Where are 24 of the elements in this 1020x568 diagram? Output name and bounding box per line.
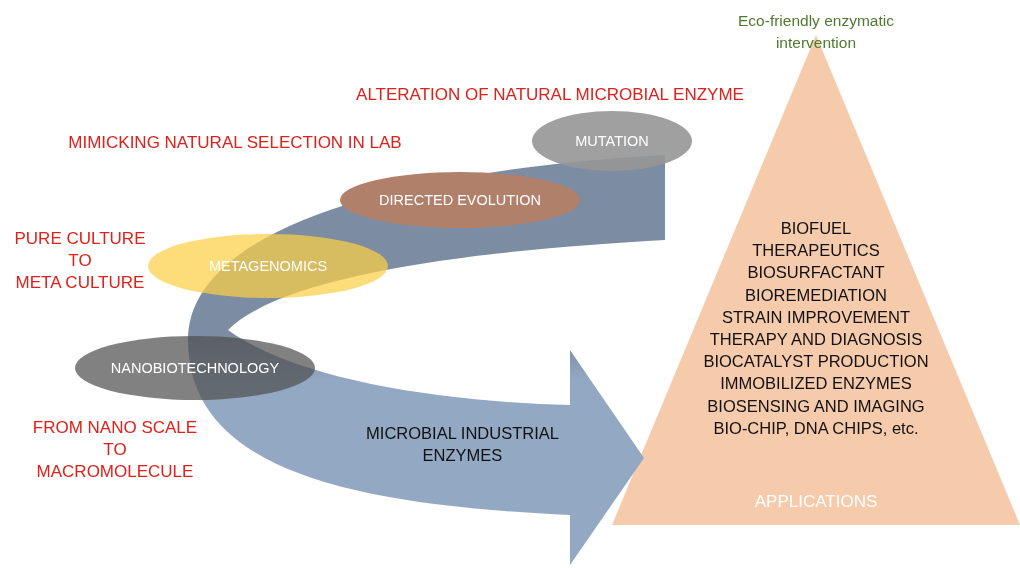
annotation-text: META CULTURE [15,272,145,294]
list-item: BIO-CHIP, DNA CHIPS, etc. [713,417,919,439]
list-item: THERAPY AND DIAGNOSIS [709,329,923,350]
list-item: IMMOBILIZED ENZYMES [720,373,912,395]
list-item: BIOFUEL [780,218,852,239]
footer-text: APPLICATIONS [753,492,879,512]
annotation-text: ALTERATION OF NATURAL MICROBIAL ENZYME [356,84,744,106]
heading-text: Eco-friendly enzymatic intervention [737,11,895,53]
annotation-text: PURE CULTURE [14,228,146,250]
list-item: BIOSENSING AND IMAGING [707,395,925,417]
annotation-text: FROM NANO SCALE [32,417,198,439]
list-item: BIOSURFACTANT [747,262,885,284]
annotation-text: TO [103,439,127,461]
process-ellipse: MUTATION [532,111,692,171]
annotation-text: MACROMOLECULE [36,461,194,483]
list-item: THERAPEUTICS [752,240,880,262]
process-ellipse: METAGENOMICS [148,234,388,298]
process-ellipse: NANOBIOTECHNOLOGY [75,336,315,400]
list-item: BIOCATALYST PRODUCTION [703,351,929,373]
list-item: BIOREMEDIATION [745,284,887,306]
annotation-text: MIMICKING NATURAL SELECTION IN LAB [68,132,402,154]
list-item: STRAIN IMPROVEMENT [722,306,910,328]
edge-label: MICROBIAL INDUSTRIAL ENZYMES [365,423,560,466]
annotation-text: TO [68,250,92,272]
